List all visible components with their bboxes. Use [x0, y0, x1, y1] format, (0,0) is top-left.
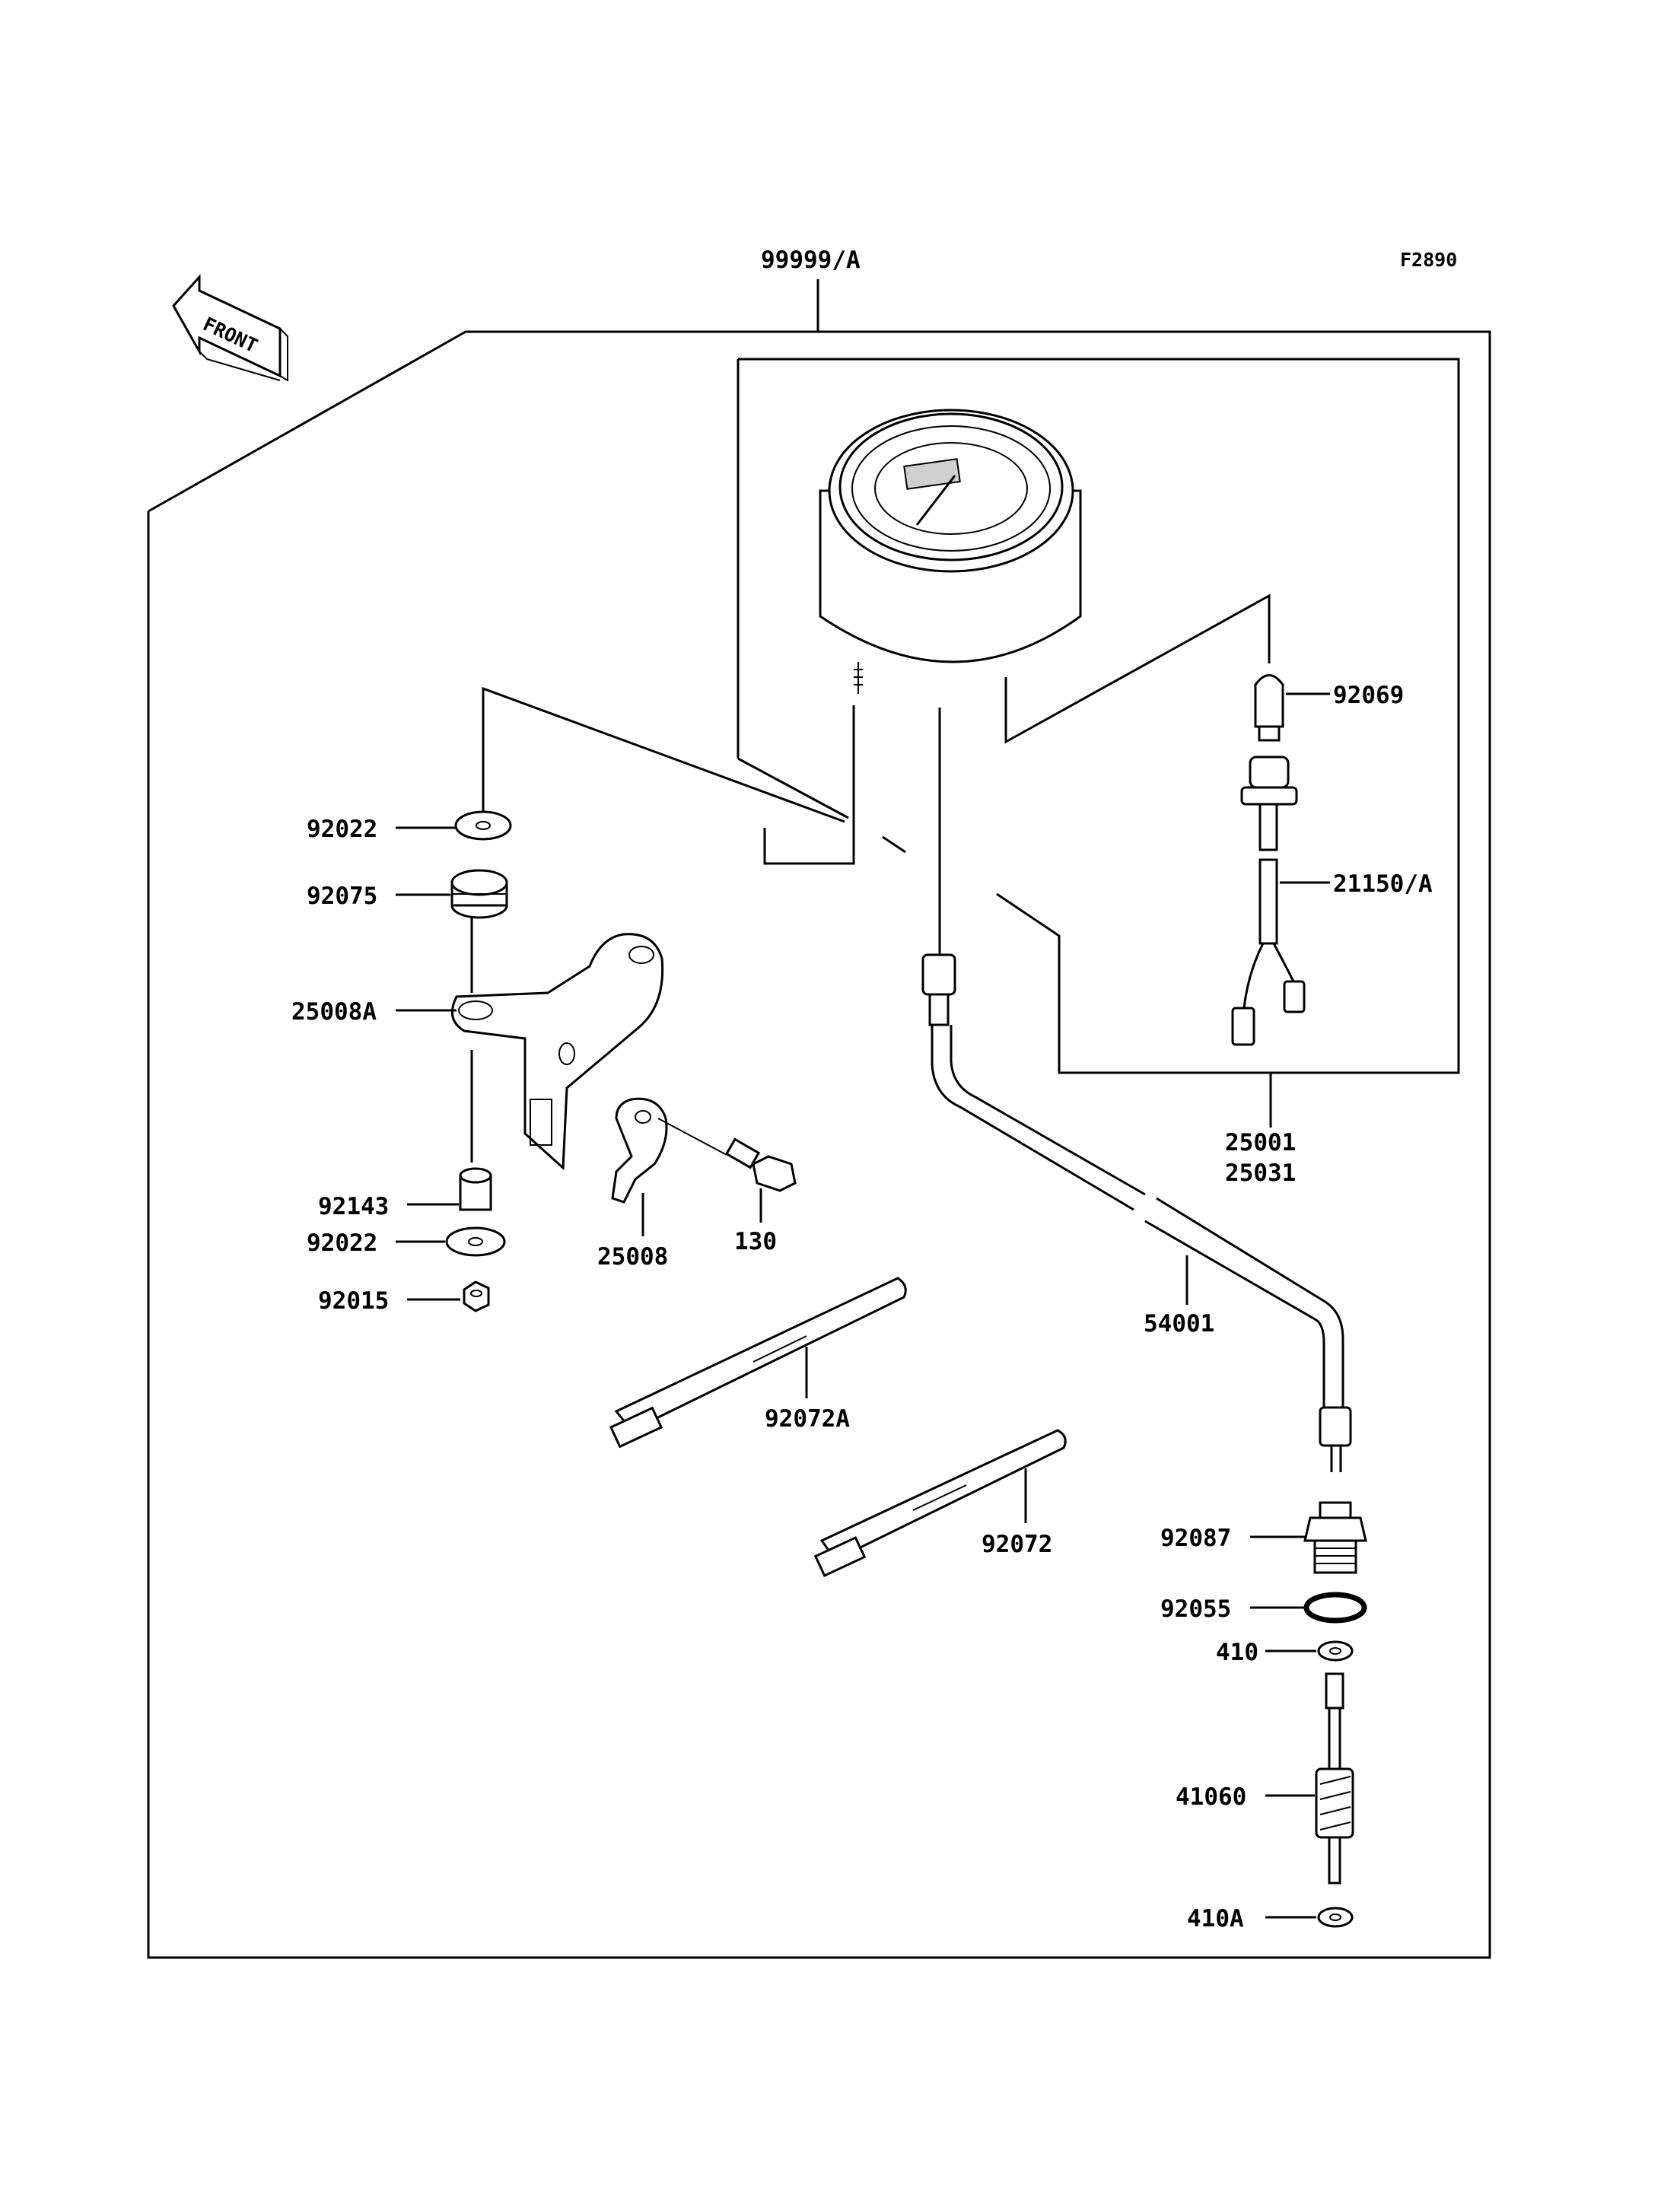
washer-bottom [445, 1226, 506, 1257]
washer-410a-label: 410A [1187, 1905, 1244, 1932]
nut [463, 1280, 490, 1312]
speedometer-cable [921, 953, 1352, 1472]
bracket-a-label: 25008A [291, 998, 377, 1026]
pinion [1315, 1672, 1354, 1885]
washer-410-label: 410 [1216, 1639, 1258, 1666]
o-ring [1303, 1592, 1367, 1624]
meter-subframe [738, 358, 1460, 1074]
washer-410 [1317, 1640, 1354, 1662]
bracket [611, 1097, 668, 1204]
washer-top [454, 810, 512, 841]
fitting [1303, 1501, 1367, 1574]
collar-label: 92143 [318, 1193, 389, 1220]
grommet [450, 869, 508, 919]
socket-lead-label: 21150/A [1333, 870, 1433, 898]
speedometer [819, 409, 1082, 694]
washer-bottom-label: 92022 [307, 1229, 377, 1257]
fitting-label: 92087 [1160, 1525, 1231, 1552]
band-label: 92072 [982, 1531, 1052, 1558]
washer-410a [1317, 1907, 1354, 1928]
bracket-a [450, 933, 664, 1171]
washer-top-label: 92022 [307, 816, 377, 843]
assembly-label: 99999/A [761, 247, 861, 274]
bolt-label: 130 [734, 1228, 777, 1255]
o-ring-label: 92055 [1160, 1595, 1231, 1623]
band-a [609, 1277, 907, 1449]
bulb-label: 92069 [1333, 682, 1404, 709]
bulb [1254, 674, 1284, 742]
nut-label: 92015 [318, 1287, 389, 1315]
band-a-label: 92072A [765, 1405, 850, 1433]
figure-code: F2890 [1400, 249, 1457, 271]
front-arrow-icon: FRONT [172, 274, 288, 382]
meter-alt-label: 25031 [1225, 1159, 1296, 1187]
socket-lead [1231, 755, 1306, 1046]
cable-label: 54001 [1144, 1310, 1214, 1338]
bolt [724, 1137, 797, 1192]
meter-label: 25001 [1225, 1129, 1296, 1156]
grommet-label: 92075 [307, 883, 377, 910]
bracket-label: 25008 [597, 1243, 668, 1271]
pinion-label: 41060 [1176, 1783, 1246, 1811]
band [813, 1429, 1067, 1577]
collar [459, 1167, 492, 1211]
assembly-frame [147, 279, 1491, 1959]
